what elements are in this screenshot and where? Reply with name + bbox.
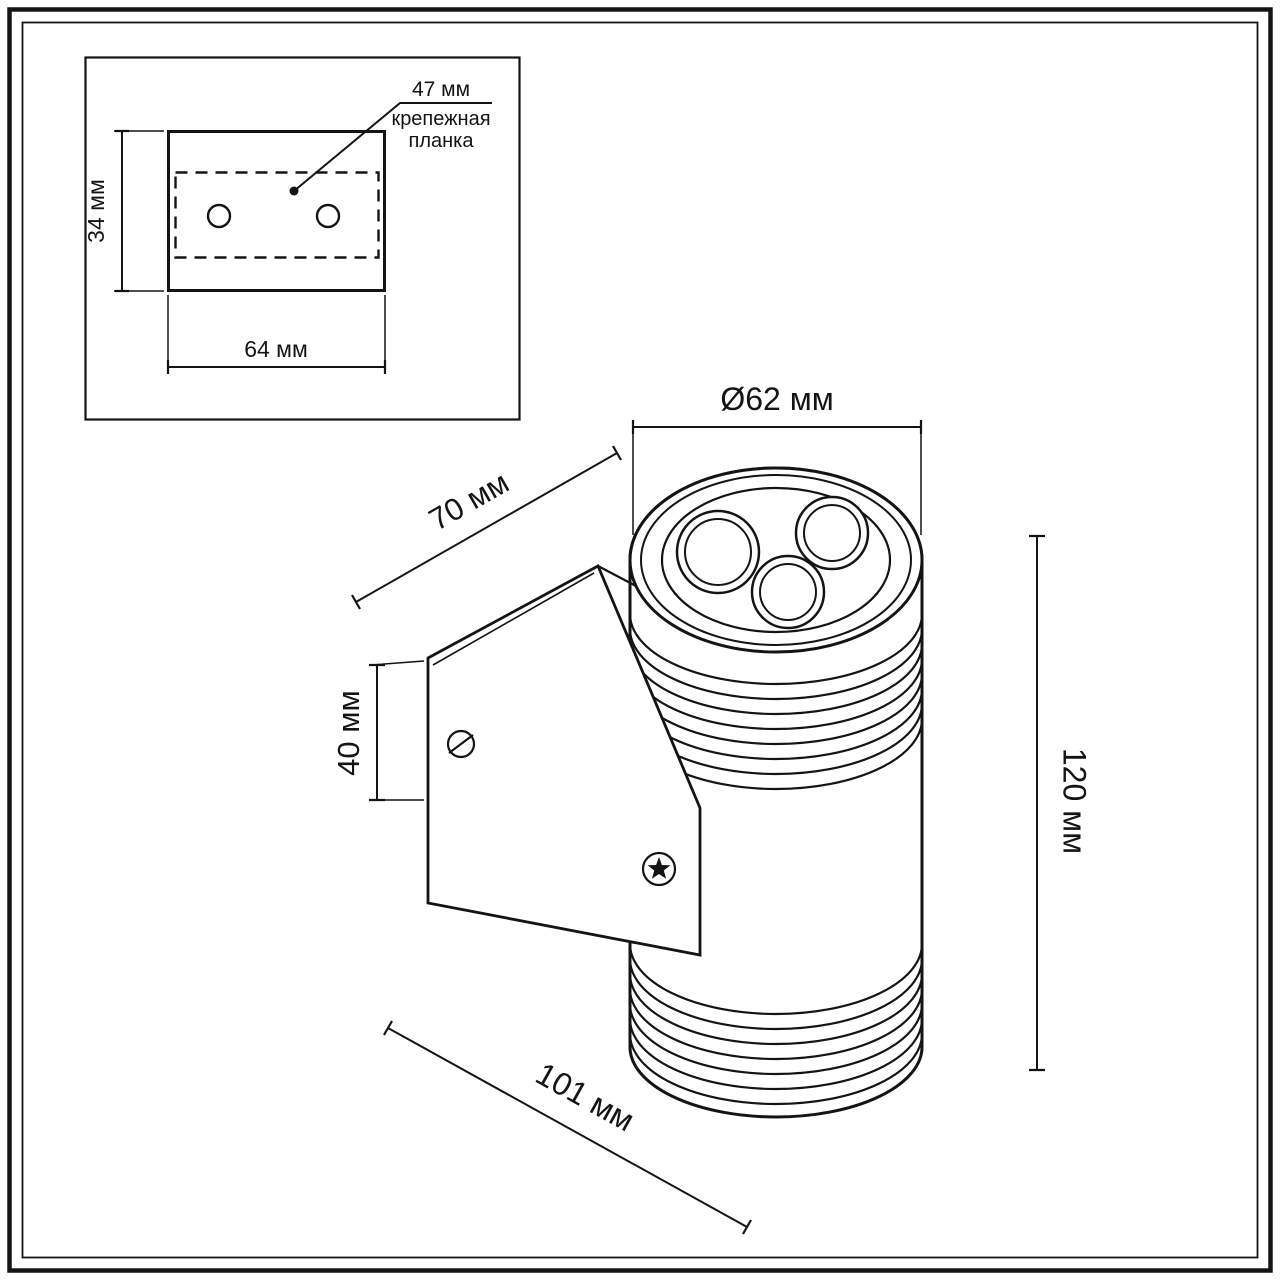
mounting-bar-dashed-outline: [174, 171, 380, 259]
dim-label-34: 34 мм: [83, 179, 109, 243]
cooling-fin-line: [628, 1003, 924, 1076]
dimension-tick: [115, 129, 129, 293]
mounting-hole-right: [315, 203, 341, 229]
cooling-fin-line: [628, 1033, 924, 1106]
dimension-line: [387, 1027, 748, 1228]
led-lens-1-inner: [684, 518, 752, 586]
led-lens-1: [675, 509, 761, 595]
cooling-fin-line: [628, 958, 924, 1031]
dim-label-height: 120 мм: [1057, 748, 1093, 854]
led-lens-3: [750, 554, 826, 630]
cooling-fin-line: [628, 973, 924, 1046]
led-lens-2: [794, 495, 870, 571]
inset-dim-height: 34 мм: [83, 129, 164, 293]
slot-screw-slash: [448, 734, 474, 754]
callout-leader-line: [293, 102, 492, 192]
cooling-fin-line: [628, 1018, 924, 1091]
mounting-plate-inset: 47 мм крепежная планка 34 мм 64 мм: [83, 56, 521, 421]
dim-label-bracket: 40 мм: [331, 690, 366, 776]
dim-label-64: 64 мм: [244, 336, 308, 362]
cooling-fin-line: [628, 943, 924, 1016]
callout-label-line1: крепежная: [391, 108, 490, 130]
inset-border: [84, 56, 521, 421]
callout-dim-value: 47 мм: [412, 78, 470, 101]
callout-label-line2: планка: [409, 130, 475, 152]
cooling-fin-line: [628, 613, 924, 686]
dim-label-length: 101 мм: [530, 1055, 640, 1138]
extension-line: [371, 660, 425, 801]
mounting-bracket-face: [426, 564, 702, 957]
fixture-view: [426, 466, 924, 1119]
cooling-fin-line: [628, 643, 924, 716]
bracket-to-body-edge: [597, 565, 637, 587]
dimension-tick: [631, 420, 923, 434]
bracket-edge-thickness-line: [432, 572, 595, 666]
mounting-plate-outline: [167, 130, 386, 292]
dimension-tick: [1029, 534, 1045, 1072]
led-lens-3-inner: [759, 563, 817, 621]
dimension-line: [355, 452, 618, 603]
dim-bracket: 40 мм: [331, 660, 425, 802]
dim-diameter: Ø62 мм: [631, 381, 923, 535]
led-lens-2-inner: [803, 504, 861, 562]
cooling-fin-line: [628, 628, 924, 701]
mounting-hole-left: [206, 203, 232, 229]
cooling-fin-line: [628, 988, 924, 1061]
torx-screw-star: [647, 857, 671, 879]
top-bezel-ring: [660, 486, 892, 634]
dimension-tick: [369, 663, 385, 802]
fixture-top-face: [628, 466, 924, 654]
dimension-tick: [166, 360, 387, 374]
dim-label-depth: 70 мм: [423, 465, 515, 538]
page-frame-inner: [21, 21, 1259, 1259]
inset-dim-width: 64 мм: [166, 295, 387, 374]
page-frame-outer: [7, 7, 1273, 1273]
dimension-tick: [383, 1020, 752, 1235]
extension-line: [632, 434, 922, 535]
mounting-bracket: [426, 564, 702, 957]
dimension-tick: [351, 445, 622, 610]
top-rim-inner: [640, 474, 912, 646]
dim-height: 120 мм: [1029, 534, 1093, 1072]
dim-label-diameter: Ø62 мм: [720, 381, 833, 417]
page-frame: [7, 7, 1273, 1273]
